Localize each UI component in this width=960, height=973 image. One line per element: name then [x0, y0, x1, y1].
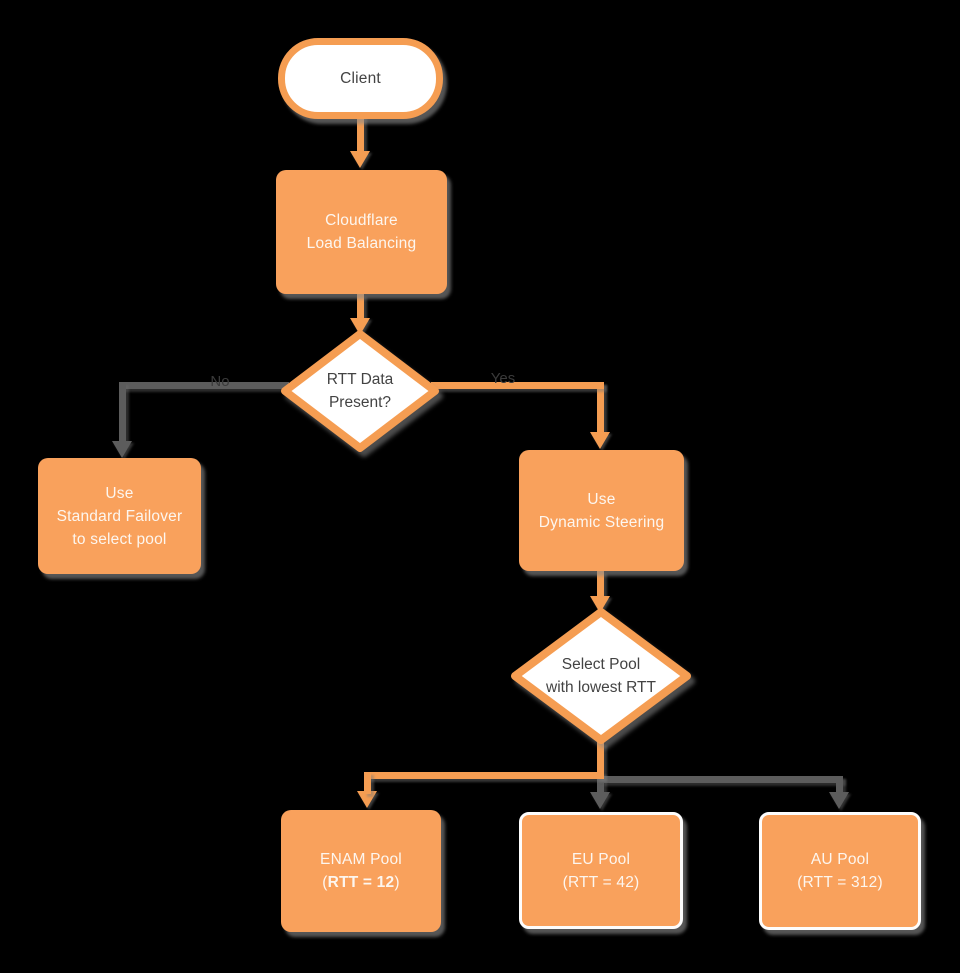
enam-rtt-bold: RTT = 12: [327, 874, 395, 891]
node-standard-failover: Use Standard Failover to select pool: [38, 458, 201, 574]
connector-no-horizontal: [119, 382, 289, 389]
connector-no-vertical: [119, 382, 126, 444]
decision-rtt-data-present: RTT Data Present?: [280, 329, 440, 453]
node-au-pool: AU Pool (RTT = 312): [759, 812, 921, 930]
diamond-shape: [281, 330, 439, 452]
node-failover-line1: Use: [105, 484, 134, 502]
node-client: Client: [278, 38, 443, 119]
connector-selectpool-down: [597, 742, 604, 779]
arrowhead-into-standard-failover: [112, 441, 132, 458]
arrowhead-into-dynamic-steering: [590, 432, 610, 449]
node-enam-line2: (RTT = 12): [322, 871, 399, 894]
decision-select-pool-line2: with lowest RTT: [546, 679, 656, 696]
connector-au-horizontal: [601, 776, 843, 783]
connector-au-vertical: [836, 776, 843, 795]
node-cloudflare-line2: Load Balancing: [306, 235, 417, 252]
enam-paren-open: (: [322, 874, 328, 891]
decision-select-pool-label: Select Pool with lowest RTT: [509, 606, 693, 746]
arrowhead-into-enam-pool: [357, 791, 377, 808]
node-enam-line1: ENAM Pool: [320, 851, 402, 868]
node-dynamic-line2: Dynamic Steering: [538, 513, 665, 531]
arrowhead-into-selectpool-diamond: [590, 596, 610, 613]
decision-select-pool: Select Pool with lowest RTT: [509, 606, 693, 746]
edge-label-no: No: [210, 373, 230, 390]
arrowhead-into-cloudflare: [350, 151, 370, 168]
connector-eu-vertical: [597, 779, 604, 795]
node-au-line2: (RTT = 312): [797, 874, 883, 891]
node-client-label: Client: [340, 70, 381, 87]
connector-enam-vertical: [364, 772, 371, 794]
arrowhead-into-eu-pool: [590, 792, 610, 809]
node-eu-line2: (RTT = 42): [562, 873, 640, 891]
connector-client-cloudflare: [357, 112, 364, 154]
node-cloudflare-line1: Cloudflare: [325, 212, 398, 229]
connector-yes-horizontal: [431, 382, 604, 389]
node-dynamic-line1: Use: [587, 490, 616, 508]
node-failover-line2: Standard Failover: [56, 507, 183, 525]
node-au-line1: AU Pool: [810, 851, 870, 868]
decision-rtt-line2: Present?: [328, 394, 392, 411]
node-failover-line3: to select pool: [72, 530, 167, 548]
node-cloudflare-load-balancing: Cloudflare Load Balancing: [276, 170, 447, 294]
connector-cloudflare-rtt: [357, 294, 364, 320]
decision-select-pool-line1: Select Pool: [561, 656, 641, 673]
decision-rtt-label: RTT Data Present?: [280, 329, 440, 453]
node-dynamic-steering: Use Dynamic Steering: [519, 450, 684, 571]
diamond-shape: [511, 608, 691, 744]
node-eu-line1: EU Pool: [571, 850, 631, 868]
connector-dynamic-selectpool: [597, 571, 604, 599]
edge-label-yes: Yes: [490, 370, 516, 387]
decision-rtt-line1: RTT Data: [326, 371, 394, 388]
connector-enam-horizontal: [364, 772, 604, 779]
arrowhead-into-rtt-diamond: [350, 318, 370, 335]
enam-paren-close: ): [394, 874, 400, 891]
arrowhead-into-au-pool: [829, 792, 849, 809]
connector-yes-vertical: [597, 382, 604, 434]
node-eu-pool: EU Pool (RTT = 42): [519, 812, 683, 929]
node-enam-pool: ENAM Pool (RTT = 12): [281, 810, 441, 932]
